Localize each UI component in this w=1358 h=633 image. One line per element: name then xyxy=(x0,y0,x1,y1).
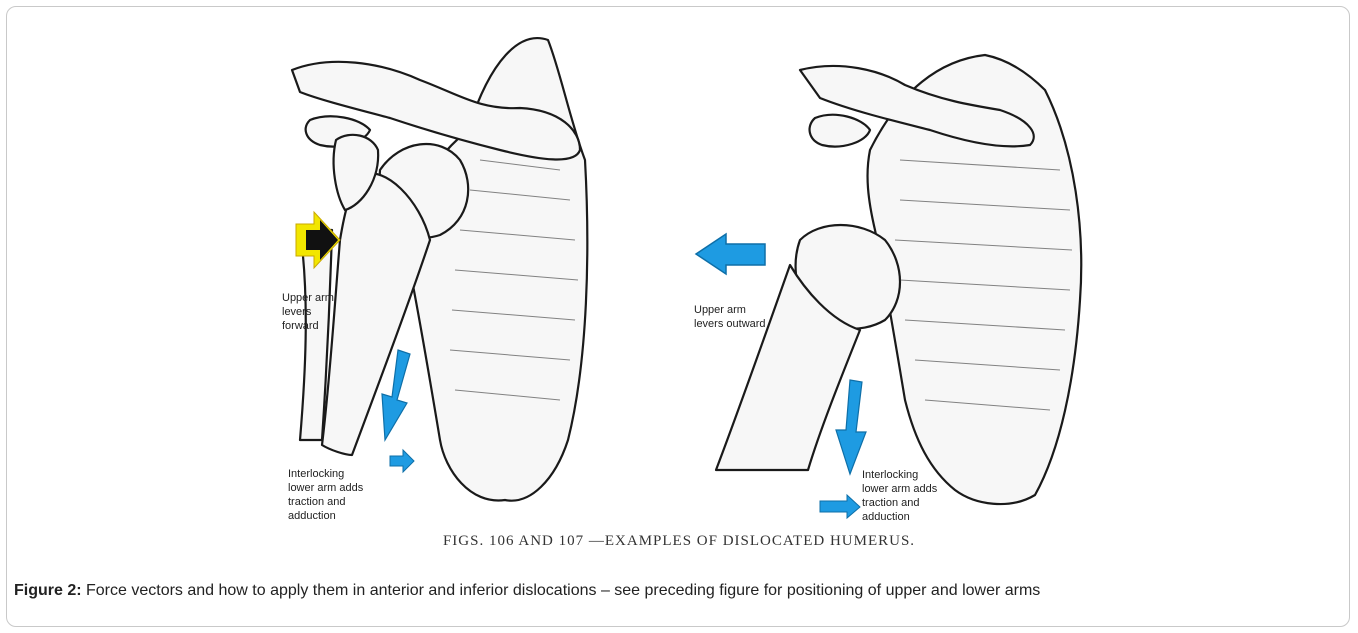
left-traction-label: Interlocking lower arm adds traction and… xyxy=(288,467,363,523)
right-traction-arrow xyxy=(836,380,866,474)
plate-title: FIGS. 106 AND 107 —EXAMPLES OF DISLOCATE… xyxy=(0,533,1358,550)
left-adduction-arrow xyxy=(390,450,414,472)
right-coracoid xyxy=(810,115,870,147)
right-adduction-arrow xyxy=(820,495,860,518)
right-outward-label: Upper arm levers outward xyxy=(694,303,766,331)
left-forward-label: Upper arm levers forward xyxy=(282,291,334,333)
right-outward-arrow xyxy=(696,234,765,274)
figure-caption: Figure 2: Force vectors and how to apply… xyxy=(14,580,1344,601)
right-traction-label: Interlocking lower arm adds traction and… xyxy=(862,468,937,524)
caption-label: Figure 2: xyxy=(14,582,82,599)
left-humerus-shaft xyxy=(322,173,430,455)
caption-text: Force vectors and how to apply them in a… xyxy=(82,582,1041,599)
